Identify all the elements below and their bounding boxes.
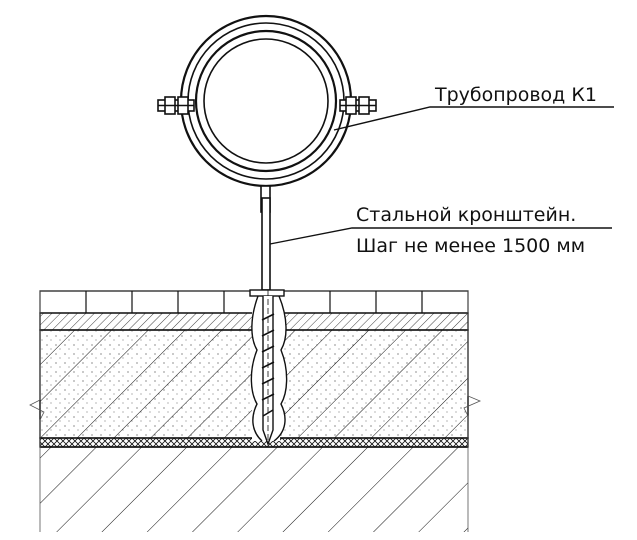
bracket-label-line1: Стальной кронштейн.	[356, 204, 576, 226]
right-clamp-bolt	[339, 96, 377, 115]
bracket-label-line2: Шаг не менее 1500 мм	[356, 235, 585, 257]
pipe-inner-wall	[203, 38, 329, 164]
bracket-leader	[269, 227, 612, 245]
steel-bracket-rod	[260, 185, 271, 291]
anchor-dowel	[249, 289, 288, 447]
left-clamp-bolt	[157, 96, 195, 115]
pipeline-label: Трубопровод К1	[434, 84, 597, 106]
leader-lines	[269, 106, 614, 245]
floor-section	[29, 289, 482, 532]
clamp-outer-ring	[179, 14, 353, 188]
break-lines	[29, 291, 482, 532]
clamp-inner-ring	[187, 22, 345, 180]
pipeline-leader	[333, 106, 614, 131]
soil-base	[40, 447, 468, 532]
pipe-outer-wall	[194, 29, 338, 173]
pipe-clamp-assembly	[157, 14, 377, 188]
